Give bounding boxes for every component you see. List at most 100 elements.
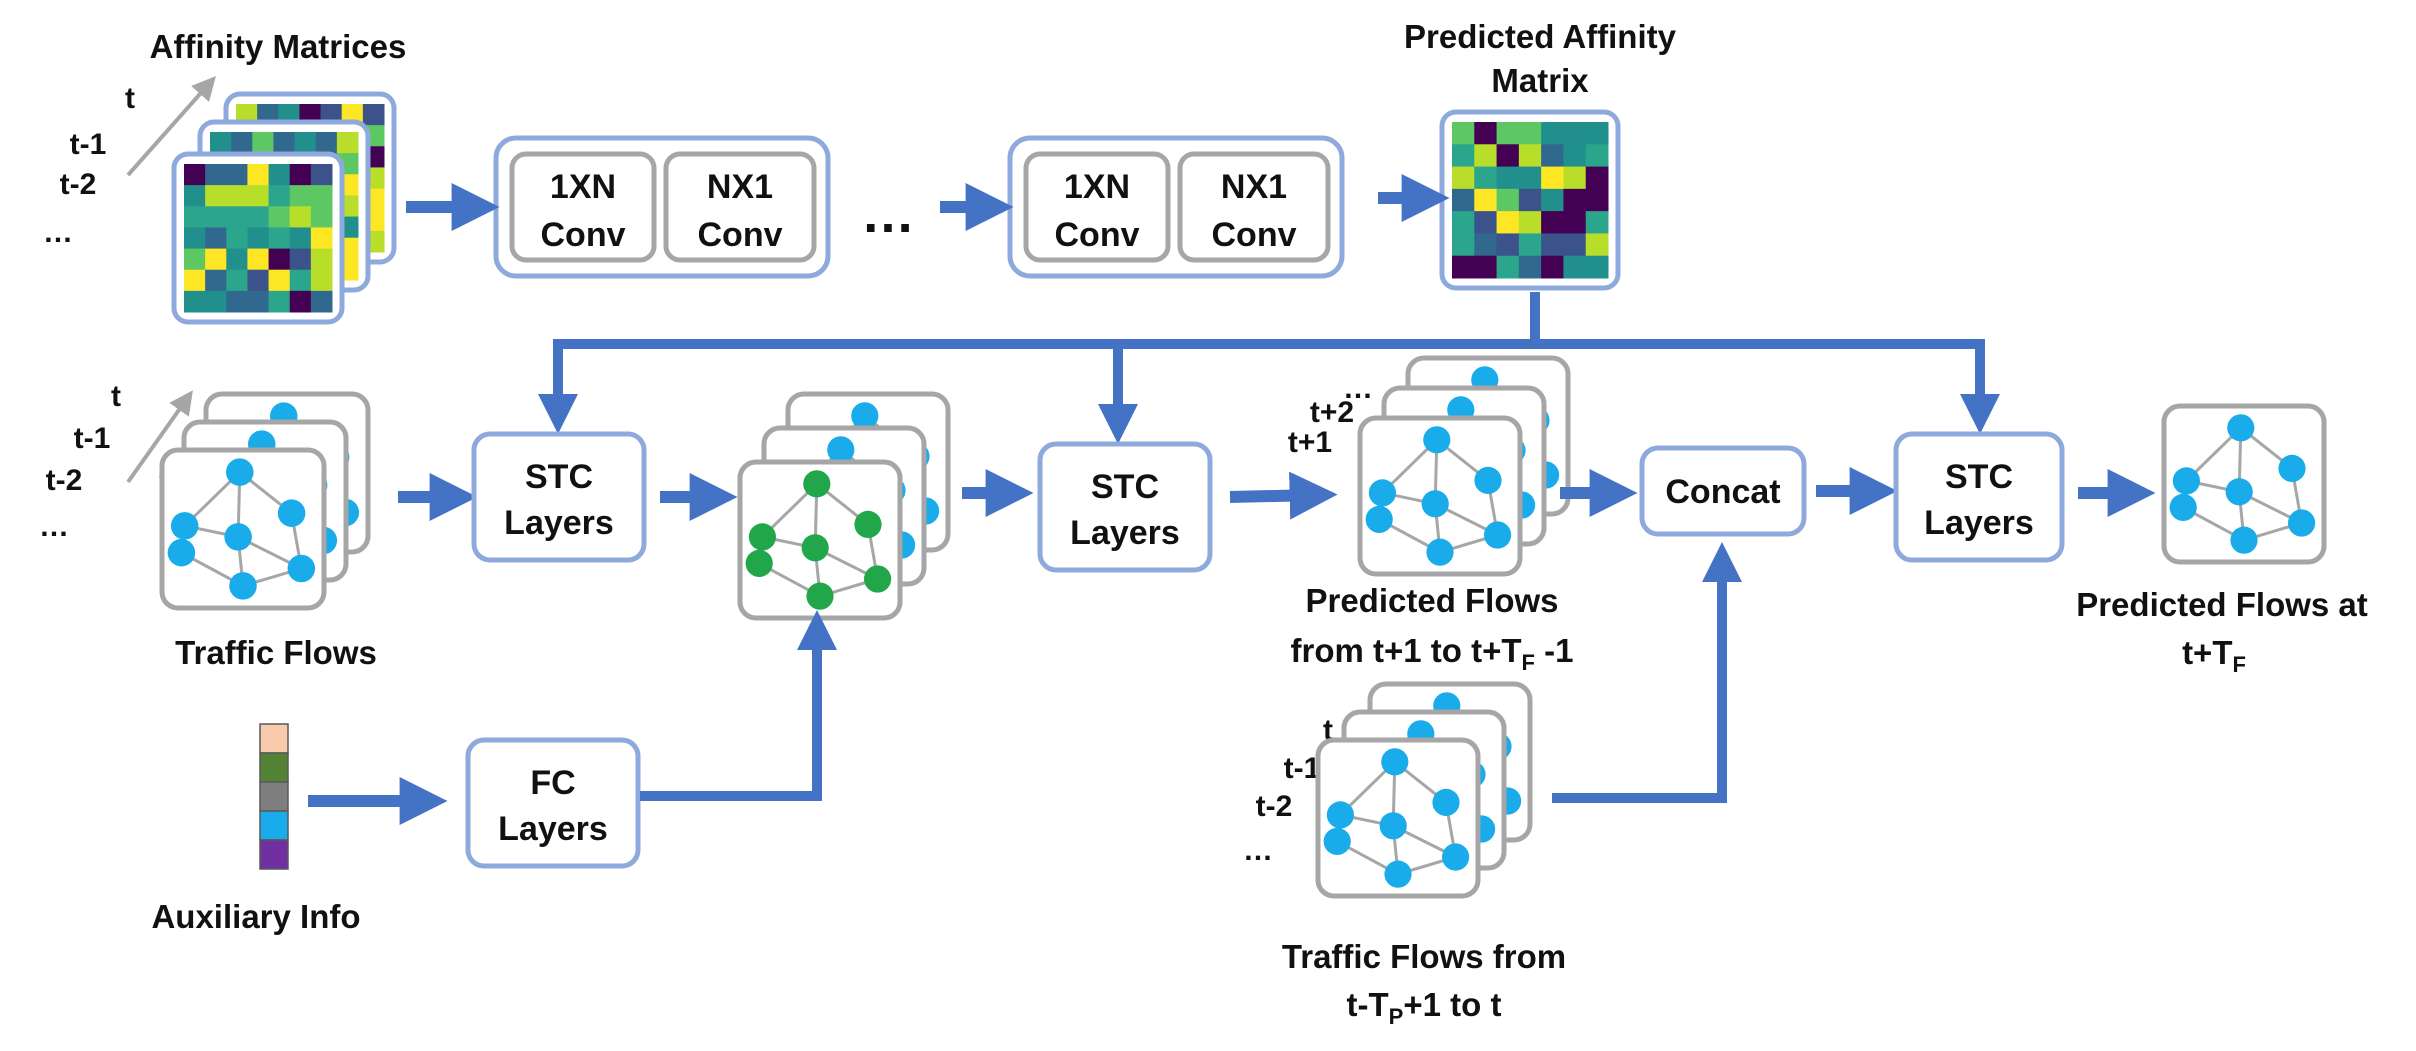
past-flows-label-line1: Traffic Flows from (1282, 938, 1566, 975)
hidden-front-node (854, 510, 882, 538)
affinity-matrix-t-2-cell (310, 206, 333, 228)
predicted-matrix-cell (1541, 255, 1564, 279)
predicted-front-node (1426, 538, 1454, 566)
predicted-matrix-cell (1474, 166, 1498, 190)
stc-layers-box-3 (1893, 431, 2065, 563)
affinity-matrix-t-2-cell (226, 269, 248, 292)
affinity-matrix-t-2-cell (184, 248, 206, 271)
predicted-matrix-cell (1518, 255, 1542, 279)
predicted-matrix-cell (1496, 255, 1520, 279)
aux-bar-cell (259, 781, 289, 812)
predicted-affinity-matrix (1439, 109, 1621, 291)
predicted-matrix-cell (1452, 166, 1475, 190)
predicted-matrix-cell (1563, 122, 1587, 145)
affinity-matrix-t-2-cell (205, 227, 227, 250)
concat-box (1639, 445, 1807, 537)
affinity-matrix-t-2-cell (289, 164, 312, 186)
predicted-matrix-cell (1563, 166, 1587, 190)
conv-1xn-2-line1: 1XN (1064, 168, 1130, 206)
affinity-matrix-t-2-cell (310, 269, 333, 292)
affinity-matrix-t-2-cell (226, 206, 248, 228)
affinity-matrix-t-1-cell (315, 132, 338, 154)
affinity-matrix-t-2-cell (184, 290, 206, 313)
affinity-time-label-t-2: t-2 (60, 168, 97, 201)
aux-bar-cell (259, 752, 289, 783)
conv-1xn-1 (509, 151, 657, 263)
affinity-matrix-t-2-cell (268, 248, 291, 271)
affinity-matrix-t-2-cell (289, 206, 312, 228)
predicted-matrix-cell (1518, 166, 1542, 190)
affinity-matrix-t-2-cell (247, 248, 270, 271)
hidden-back-node (851, 402, 879, 430)
affinity-matrix-t-2-cell (226, 227, 248, 250)
traffic-front-node (167, 538, 196, 567)
conv-nx1-1-line1: NX1 (707, 168, 773, 206)
aux-bar-cell (259, 839, 289, 870)
predicted-matrix-cell (1518, 122, 1542, 145)
final-predicted-label-line2: t+TF (2182, 634, 2246, 677)
predicted-matrix-cell (1563, 144, 1587, 168)
affinity-matrix-t-2-cell (289, 269, 312, 292)
affinity-matrix-t-2-cell (268, 290, 291, 313)
traffic-front-node (224, 523, 252, 551)
final-node (2230, 526, 2258, 554)
traffic-flows-graph-stack (159, 391, 371, 611)
past-front-node (1432, 788, 1460, 817)
affinity-matrix-stack (171, 91, 397, 325)
predicted-front-node (1484, 521, 1512, 549)
affinity-matrix-t-1-cell (273, 132, 296, 154)
predicted-matrix-cell (1563, 188, 1587, 212)
aux-bar-cell (259, 810, 289, 841)
affinity-matrix-t-2-cell (205, 290, 227, 313)
predicted-matrix-cell (1541, 122, 1564, 145)
past-front-node (1379, 812, 1407, 840)
arrow-matrix-to-stc3 (1535, 339, 2000, 434)
traffic-front-node (170, 512, 199, 540)
past-time-label-t-1: t-1 (1284, 752, 1321, 785)
conv-ellipsis: … (861, 184, 915, 244)
fc-layers-box (465, 737, 641, 869)
affinity-matrix-t-2-cell (205, 185, 227, 207)
predicted-matrix-cell (1496, 233, 1520, 257)
predicted-time-label-t2: t+2 (1310, 396, 1354, 429)
predicted-matrix-cell (1452, 255, 1475, 279)
affinity-matrix-t-2-cell (268, 164, 291, 186)
affinity-matrix-t-1-cell (252, 132, 274, 154)
stc2-line1: STC (1091, 468, 1159, 506)
conv-1xn-2-line2: Conv (1055, 216, 1140, 254)
predicted-matrix-cell (1474, 233, 1498, 257)
hidden-mid-node (827, 436, 855, 464)
affinity-matrix-t-2-cell (310, 248, 333, 271)
affinity-matrix-t-2-cell (289, 290, 312, 313)
affinity-matrix-t-2-cell (184, 269, 206, 292)
arrow-matrix-to-stc1 (538, 292, 1540, 434)
predicted-matrix-cell (1541, 233, 1564, 257)
past-front-node (1323, 827, 1351, 856)
affinity-matrix-t-2-cell (247, 290, 270, 313)
affinity-matrix-t-cell (362, 104, 385, 126)
affinity-matrix-t-2-cell (226, 248, 248, 271)
predicted-matrix-cell (1452, 122, 1475, 145)
auxiliary-info-color-bar (259, 723, 289, 870)
conv-1xn-1-line2: Conv (541, 216, 626, 254)
predicted-matrix-cell (1452, 233, 1475, 257)
arrow-past-to-concat (1552, 542, 1742, 803)
affinity-matrix-t-2-cell (268, 227, 291, 250)
affinity-matrix-t-2-cell (205, 206, 227, 228)
predicted-time-label-ellipsis: … (1343, 372, 1373, 405)
predicted-front-node (1421, 490, 1449, 518)
affinity-matrix-t-2-cell (184, 227, 206, 250)
predicted-matrix-cell (1585, 144, 1609, 168)
stc-layers-box-1 (471, 431, 647, 563)
predicted-matrix-cell (1496, 122, 1520, 145)
affinity-matrix-t-2-cell (184, 185, 206, 207)
affinity-time-label-t-1: t-1 (70, 128, 107, 161)
affinity-matrix-t-2-cell (247, 164, 270, 186)
past-front-node (1326, 801, 1354, 829)
arrow-fc-to-hidden (640, 610, 837, 801)
stc3-line2: Layers (1924, 504, 2034, 542)
affinity-matrix-t-2-cell (247, 185, 270, 207)
predicted-matrix-cell (1474, 144, 1498, 168)
concat-label: Concat (1665, 473, 1780, 511)
affinity-time-label-t: t (125, 82, 135, 115)
